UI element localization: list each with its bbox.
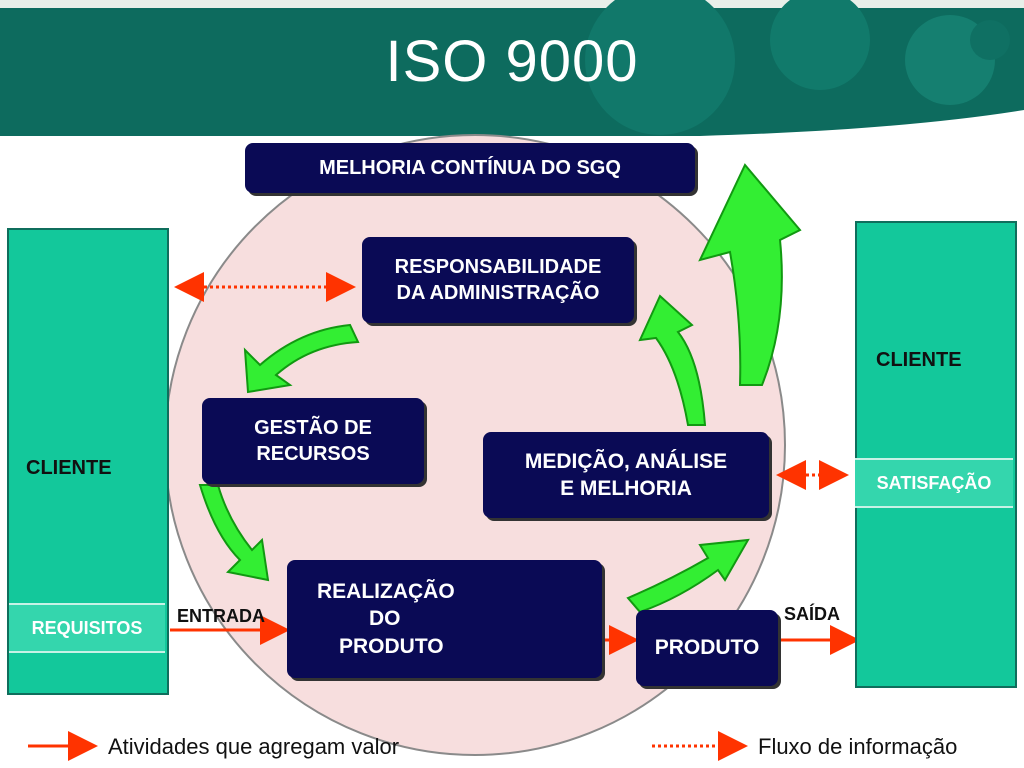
green-arrow-medicao-to-resp (638, 294, 707, 426)
responsabilidade-box: RESPONSABILIDADE DA ADMINISTRAÇÃO (362, 237, 634, 323)
realizacao-line-3: PRODUTO (339, 634, 444, 658)
left-client-label: CLIENTE (26, 457, 112, 479)
medicao-line-1: MEDIÇÃO, ANÁLISE (524, 449, 728, 473)
realizacao-line-1: REALIZAÇÃO (317, 580, 455, 604)
saida-label: SAÍDA (784, 604, 841, 624)
produto-label: PRODUTO (654, 636, 760, 660)
realizacao-line-2: DO (369, 607, 401, 631)
medicao-line-2: E MELHORIA (560, 477, 692, 500)
responsabilidade-line-1: RESPONSABILIDADE (394, 256, 602, 278)
melhoria-continua-box: MELHORIA CONTÍNUA DO SGQ (245, 143, 695, 193)
right-client-column (855, 221, 1017, 688)
requisitos-tag: REQUISITOS (9, 603, 165, 653)
header-banner: ISO 9000 (0, 0, 1024, 136)
header-background (0, 0, 1024, 136)
legend-info-flow: Fluxo de informação (758, 734, 958, 759)
produto-box: PRODUTO (636, 610, 778, 686)
medicao-analise-box: MEDIÇÃO, ANÁLISE E MELHORIA (483, 432, 769, 518)
page-title: ISO 9000 (385, 29, 639, 94)
melhoria-continua-label: MELHORIA CONTÍNUA DO SGQ (319, 157, 621, 179)
realizacao-produto-box: REALIZAÇÃO DO PRODUTO (287, 560, 602, 678)
entrada-label: ENTRADA (177, 606, 265, 626)
responsabilidade-line-2: DA ADMINISTRAÇÃO (396, 282, 600, 304)
right-client-label: CLIENTE (876, 349, 962, 371)
legend-value-activities: Atividades que agregam valor (108, 734, 400, 759)
green-arrow-realizacao-to-medicao (626, 538, 750, 614)
gestao-line-2: RECURSOS (256, 443, 370, 465)
green-arrow-to-melhoria (698, 163, 802, 386)
satisfacao-tag: SATISFAÇÃO (855, 458, 1013, 508)
gestao-recursos-box: GESTÃO DE RECURSOS (202, 398, 424, 484)
green-arrow-resp-to-gestao (243, 323, 360, 394)
green-arrow-gestao-to-realizacao (198, 484, 270, 582)
gestao-line-1: GESTÃO DE (254, 417, 372, 439)
